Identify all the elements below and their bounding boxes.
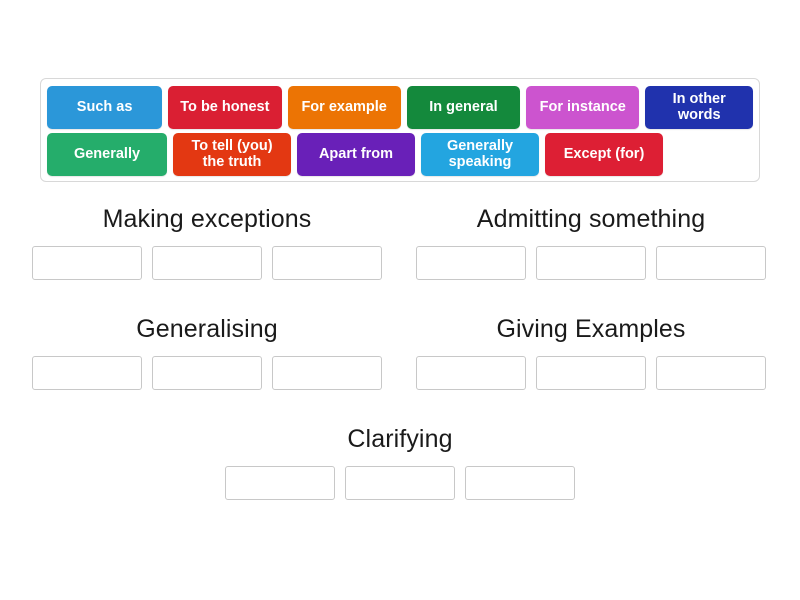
group-title-generalising: Generalising <box>136 315 278 343</box>
slot-row-making-exceptions <box>17 245 397 280</box>
tile-in-other-words[interactable]: In other words <box>645 86 753 129</box>
drop-slot[interactable] <box>656 245 766 280</box>
group-title-giving-examples: Giving Examples <box>496 315 686 343</box>
drop-slot[interactable] <box>152 245 262 280</box>
drop-slot[interactable] <box>416 355 526 390</box>
drop-slot[interactable] <box>465 465 575 500</box>
drop-slot[interactable] <box>272 355 382 390</box>
drop-slot[interactable] <box>272 245 382 280</box>
group-clarifying: Clarifying <box>209 425 591 500</box>
group-admitting-something: Admitting something <box>401 205 781 280</box>
drop-slot[interactable] <box>32 245 142 280</box>
slot-row-clarifying <box>209 465 591 500</box>
tile-generally[interactable]: Generally <box>47 133 167 176</box>
tile-row-1: Such as To be honest For example In gene… <box>47 86 753 129</box>
slot-row-giving-examples <box>401 355 781 390</box>
tile-for-example[interactable]: For example <box>287 86 401 129</box>
tile-for-instance[interactable]: For instance <box>526 86 640 129</box>
slot-row-admitting-something <box>401 245 781 280</box>
draggable-tiles-tray: Such as To be honest For example In gene… <box>40 78 760 182</box>
tile-except-for[interactable]: Except (for) <box>545 133 663 176</box>
drop-slot[interactable] <box>32 355 142 390</box>
tile-such-as[interactable]: Such as <box>47 86 163 129</box>
drop-slot[interactable] <box>152 355 262 390</box>
tile-to-be-honest[interactable]: To be honest <box>168 86 282 129</box>
drop-slot[interactable] <box>536 355 646 390</box>
tile-generally-speaking[interactable]: Generally speaking <box>421 133 539 176</box>
tile-row-2: Generally To tell (you) the truth Apart … <box>47 133 753 176</box>
group-making-exceptions: Making exceptions <box>17 205 397 280</box>
group-title-clarifying: Clarifying <box>347 425 453 453</box>
drop-slot[interactable] <box>536 245 646 280</box>
tile-to-tell-you-the-truth[interactable]: To tell (you) the truth <box>173 133 291 176</box>
drop-slot[interactable] <box>656 355 766 390</box>
tile-apart-from[interactable]: Apart from <box>297 133 415 176</box>
slot-row-generalising <box>17 355 397 390</box>
group-generalising: Generalising <box>17 315 397 390</box>
group-title-admitting-something: Admitting something <box>476 205 706 233</box>
tile-in-general[interactable]: In general <box>406 86 521 129</box>
drop-slot[interactable] <box>416 245 526 280</box>
group-giving-examples: Giving Examples <box>401 315 781 390</box>
group-title-making-exceptions: Making exceptions <box>102 205 312 233</box>
drop-slot[interactable] <box>225 465 335 500</box>
drop-slot[interactable] <box>345 465 455 500</box>
